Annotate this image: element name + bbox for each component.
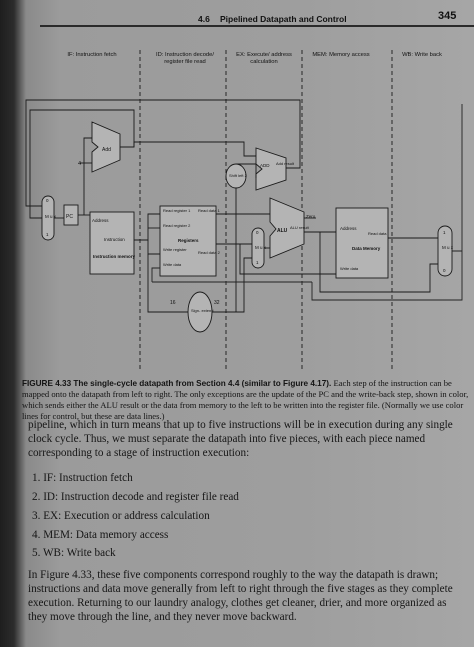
wb-mux-label: M u x bbox=[442, 245, 454, 250]
wire-shift-to-add bbox=[236, 163, 257, 178]
alu-zero-label: Zero bbox=[306, 214, 316, 219]
figure-caption: FIGURE 4.33 The single-cycle datapath fr… bbox=[22, 378, 472, 422]
sign-extend-label: Sign- extend bbox=[191, 308, 213, 313]
regs-read-data-2: Read data 2 bbox=[198, 250, 221, 255]
wb-mux-1: 1 bbox=[443, 230, 446, 235]
regs-read-data-1: Read data 1 bbox=[198, 208, 221, 213]
imem-instruction-label: Instruction bbox=[104, 237, 125, 242]
wire-signext-out bbox=[212, 257, 252, 313]
list-item: 2. ID: Instruction decode and register f… bbox=[32, 491, 239, 503]
stage-label-ex: EX: Execute/ address calculation bbox=[236, 52, 292, 65]
alu-label: ALU bbox=[277, 228, 288, 234]
header-rule bbox=[40, 25, 474, 27]
instruction-memory-block bbox=[89, 211, 135, 275]
alu-shape bbox=[269, 197, 305, 259]
list-item: 1. IF: Instruction fetch bbox=[32, 472, 133, 484]
list-item: 3. EX: Execution or address calculation bbox=[32, 510, 210, 522]
regs-read-reg-1: Read register 1 bbox=[163, 208, 191, 213]
imem-title: Instruction memory bbox=[93, 254, 136, 259]
datapath-diagram: Add 4 ADD Add result Shift left 2 PC M u… bbox=[25, 50, 463, 370]
regs-write-reg: Write register bbox=[163, 247, 187, 252]
caption-title: The single-cycle datapath from Section 4… bbox=[73, 379, 332, 388]
wire-alu-bypass bbox=[319, 232, 438, 293]
caption-label: FIGURE 4.33 bbox=[22, 379, 72, 388]
shift-left-label: Shift left 2 bbox=[229, 173, 248, 178]
bits-16-label: 16 bbox=[170, 300, 176, 306]
add-label: Add bbox=[102, 147, 111, 153]
wire-pc-to-add bbox=[83, 137, 92, 215]
caption-text: Each step of the instruction can be mapp… bbox=[22, 378, 469, 421]
alu-mux-1: 1 bbox=[256, 260, 259, 265]
page-number: 345 bbox=[438, 10, 457, 22]
four-label: 4 bbox=[78, 161, 81, 167]
dmem-read-data-label: Read data bbox=[368, 231, 387, 236]
wb-mux-0: 0 bbox=[443, 268, 446, 273]
bits-32-label: 32 bbox=[214, 300, 220, 306]
imem-address-label: Address bbox=[92, 218, 109, 223]
wire-instr-writereg bbox=[147, 240, 160, 255]
alu-result-label: ALU result bbox=[290, 225, 310, 230]
closing-paragraph: In Figure 4.33, these five components co… bbox=[28, 569, 453, 623]
registers-block bbox=[159, 205, 217, 277]
pc-mux-1: 1 bbox=[46, 232, 49, 237]
running-head-title: Pipelined Datapath and Control bbox=[220, 14, 347, 24]
body-paragraph: pipeline, which in turn means that up to… bbox=[28, 419, 453, 459]
list-item: 5. WB: Write back bbox=[32, 547, 116, 559]
stage-label-id: ID: Instruction decode/ register file re… bbox=[155, 52, 214, 65]
stage-label-wb: WB: Write back bbox=[402, 52, 442, 58]
regs-title: Registers bbox=[178, 238, 199, 243]
add-result-label: Add result bbox=[276, 161, 295, 166]
pc-label: PC bbox=[66, 214, 73, 220]
wire-instr-to-signext bbox=[147, 254, 188, 313]
list-item: 4. MEM: Data memory access bbox=[32, 529, 169, 541]
regs-write-data: Write data bbox=[163, 262, 182, 267]
alu-mux-label: M u x bbox=[255, 245, 267, 250]
pc-mux-0: 0 bbox=[46, 198, 49, 203]
wire-writeback bbox=[151, 104, 463, 301]
alu-mux-0: 0 bbox=[256, 230, 259, 235]
regs-read-reg-2: Read register 2 bbox=[163, 223, 191, 228]
section-number: 4.6 bbox=[198, 14, 210, 24]
wire-instr-to-regs bbox=[134, 213, 160, 241]
stage-label-if: IF: Instruction fetch bbox=[67, 52, 117, 58]
stage-label-mem: MEM: Memory access bbox=[312, 52, 370, 58]
dmem-write-data-label: Write data bbox=[340, 266, 359, 271]
add-alu-label: ADD bbox=[260, 163, 270, 168]
pc-mux-label: M u x bbox=[45, 214, 57, 219]
wire-rd2-to-mem bbox=[239, 244, 336, 275]
add-adder-shape bbox=[91, 121, 121, 173]
add-branch-adder-shape bbox=[255, 147, 287, 191]
data-memory-block bbox=[335, 207, 389, 279]
dmem-address-label: Address bbox=[340, 226, 357, 231]
wire-pc4-to-add2 bbox=[133, 141, 256, 157]
wire-add-to-mux bbox=[29, 109, 135, 219]
dmem-title: Data Memory bbox=[352, 246, 381, 251]
wire-add2-to-mux bbox=[25, 99, 301, 207]
